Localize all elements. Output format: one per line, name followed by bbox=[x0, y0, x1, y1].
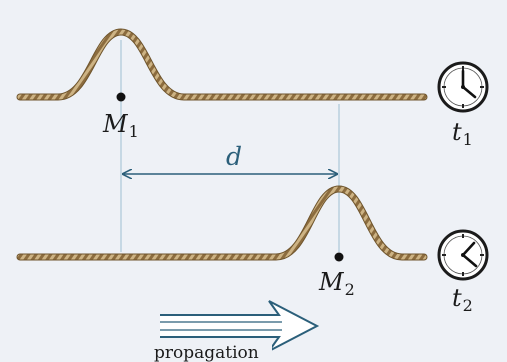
clock-icon bbox=[437, 229, 489, 281]
rope-top bbox=[16, 28, 428, 101]
propagation-label: propagation bbox=[154, 343, 259, 362]
rope-bottom bbox=[16, 185, 428, 261]
point-m1 bbox=[116, 92, 126, 102]
label-m2: M2 bbox=[318, 268, 355, 299]
point-m2 bbox=[334, 252, 344, 262]
propagation-label-bg bbox=[150, 340, 272, 362]
distance-label: d bbox=[226, 142, 242, 171]
label-t1: t1 bbox=[452, 118, 473, 149]
label-m1: M1 bbox=[102, 110, 139, 141]
label-t2: t2 bbox=[452, 284, 473, 315]
propagation-arrow bbox=[160, 300, 320, 352]
clock-icon bbox=[437, 61, 489, 113]
